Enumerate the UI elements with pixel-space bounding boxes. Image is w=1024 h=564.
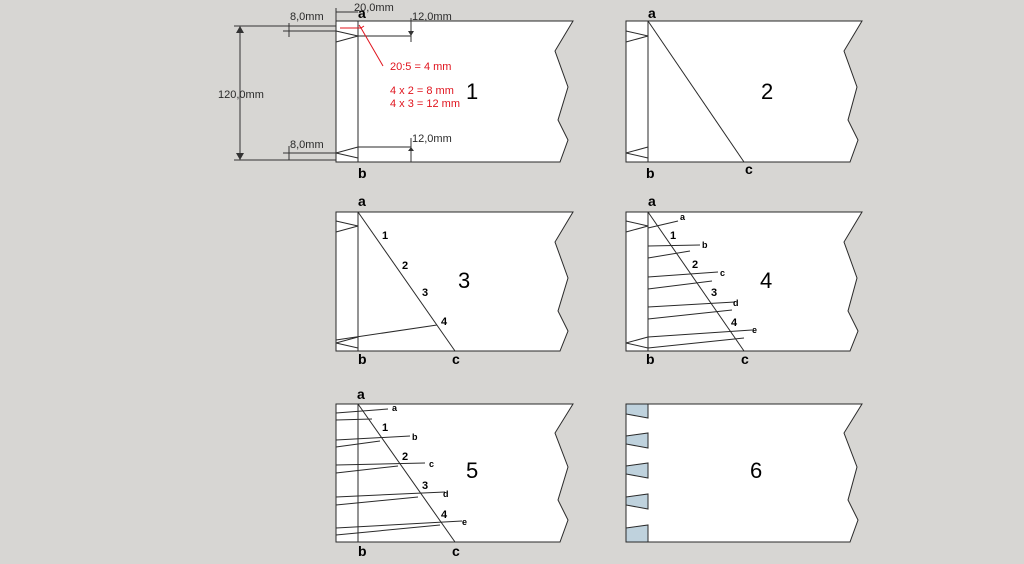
division-2: 2: [402, 260, 408, 272]
diagonal-ac: [357, 211, 456, 352]
panel-number: 3: [458, 268, 470, 293]
note-line-3: 4 x 3 = 12 mm: [390, 98, 460, 110]
division-4: 4: [441, 316, 448, 328]
panel-number: 5: [466, 458, 478, 483]
dim-height-label: 120,0mm: [218, 89, 264, 101]
division-letter-c: c: [720, 268, 725, 278]
pin-mark-bottom: [335, 146, 359, 159]
division-1: 1: [670, 230, 676, 242]
point-c-label: c: [452, 543, 460, 559]
division-letter-b: b: [412, 432, 418, 442]
point-b-label: b: [358, 351, 367, 367]
division-4: 4: [441, 509, 448, 521]
diagonal-ac: [357, 403, 456, 543]
diagonal-ac: [647, 20, 745, 163]
dim-width-label: 20,0mm: [354, 2, 394, 14]
dim-top12-arrow: [408, 31, 414, 36]
point-a-label: a: [358, 193, 366, 209]
board-outline: [625, 211, 863, 352]
point-a-label: a: [357, 386, 365, 402]
division-2: 2: [692, 259, 698, 271]
panel-4: 1 2 3 4 a b c d e 4 a b c: [625, 193, 863, 367]
point-a-label: a: [648, 5, 656, 21]
panel-2: 2 a b c: [625, 5, 863, 181]
panel-1: 1 a b 20,0mm 120,0mm 8,0mm 12,0mm 8,0mm …: [218, 2, 574, 181]
note-line-1: 20:5 = 4 mm: [390, 61, 451, 73]
division-letter-b: b: [702, 240, 708, 250]
parallel-lines: [335, 408, 463, 536]
pin-mark-bottom: [335, 336, 359, 349]
panel-5: 1 2 3 4 a b c d e 5 a b c: [335, 386, 574, 559]
division-letter-d: d: [443, 489, 449, 499]
point-a-label: a: [648, 193, 656, 209]
board-outline: [625, 403, 863, 543]
panel-number: 1: [466, 79, 478, 104]
dim-top8-label: 8,0mm: [290, 11, 324, 23]
panel-number: 6: [750, 458, 762, 483]
division-letter-e: e: [462, 517, 467, 527]
point-c-label: c: [452, 351, 460, 367]
board-outline: [625, 20, 863, 163]
division-1: 1: [382, 230, 388, 242]
pin-mark-top: [625, 220, 649, 233]
panel-6: 6: [625, 403, 863, 543]
board-outline: [335, 211, 574, 352]
division-3: 3: [422, 287, 428, 299]
transfer-line: [335, 324, 438, 341]
pin-mark-top: [335, 30, 359, 43]
division-3: 3: [711, 287, 717, 299]
dim-bot12-arrow: [408, 147, 414, 151]
point-a-label: a: [358, 5, 366, 21]
division-letter-a: a: [680, 212, 686, 222]
division-1: 1: [382, 422, 388, 434]
panel-3: 1 2 3 4 3 a b c: [335, 193, 574, 367]
division-2: 2: [402, 451, 408, 463]
division-letter-a: a: [392, 403, 398, 413]
note-leader: [360, 27, 384, 67]
note-line-2: 4 x 2 = 8 mm: [390, 85, 454, 97]
panel-number: 4: [760, 268, 772, 293]
diagonal-ac: [647, 211, 745, 352]
point-c-label: c: [745, 161, 753, 177]
note-arrow: [358, 24, 365, 29]
point-b-label: b: [646, 165, 655, 181]
dim-top12-label: 12,0mm: [412, 11, 452, 23]
division-4: 4: [731, 317, 738, 329]
dim-bot12-label: 12,0mm: [412, 133, 452, 145]
dovetail-pins: [625, 403, 649, 543]
point-b-label: b: [646, 351, 655, 367]
board-outline: [335, 20, 574, 163]
point-b-label: b: [358, 543, 367, 559]
division-3: 3: [422, 480, 428, 492]
board-outline: [335, 403, 574, 543]
division-letter-e: e: [752, 325, 757, 335]
division-letter-c: c: [429, 459, 434, 469]
panel-number: 2: [761, 79, 773, 104]
pin-mark-top: [335, 220, 359, 233]
pin-mark-bottom: [625, 336, 649, 349]
division-letter-d: d: [733, 298, 739, 308]
dim-bot8-label: 8,0mm: [290, 139, 324, 151]
pin-mark-bottom: [625, 146, 649, 159]
pin-mark-top: [625, 30, 649, 43]
point-c-label: c: [741, 351, 749, 367]
point-b-label: b: [358, 165, 367, 181]
parallel-lines: [647, 220, 753, 349]
